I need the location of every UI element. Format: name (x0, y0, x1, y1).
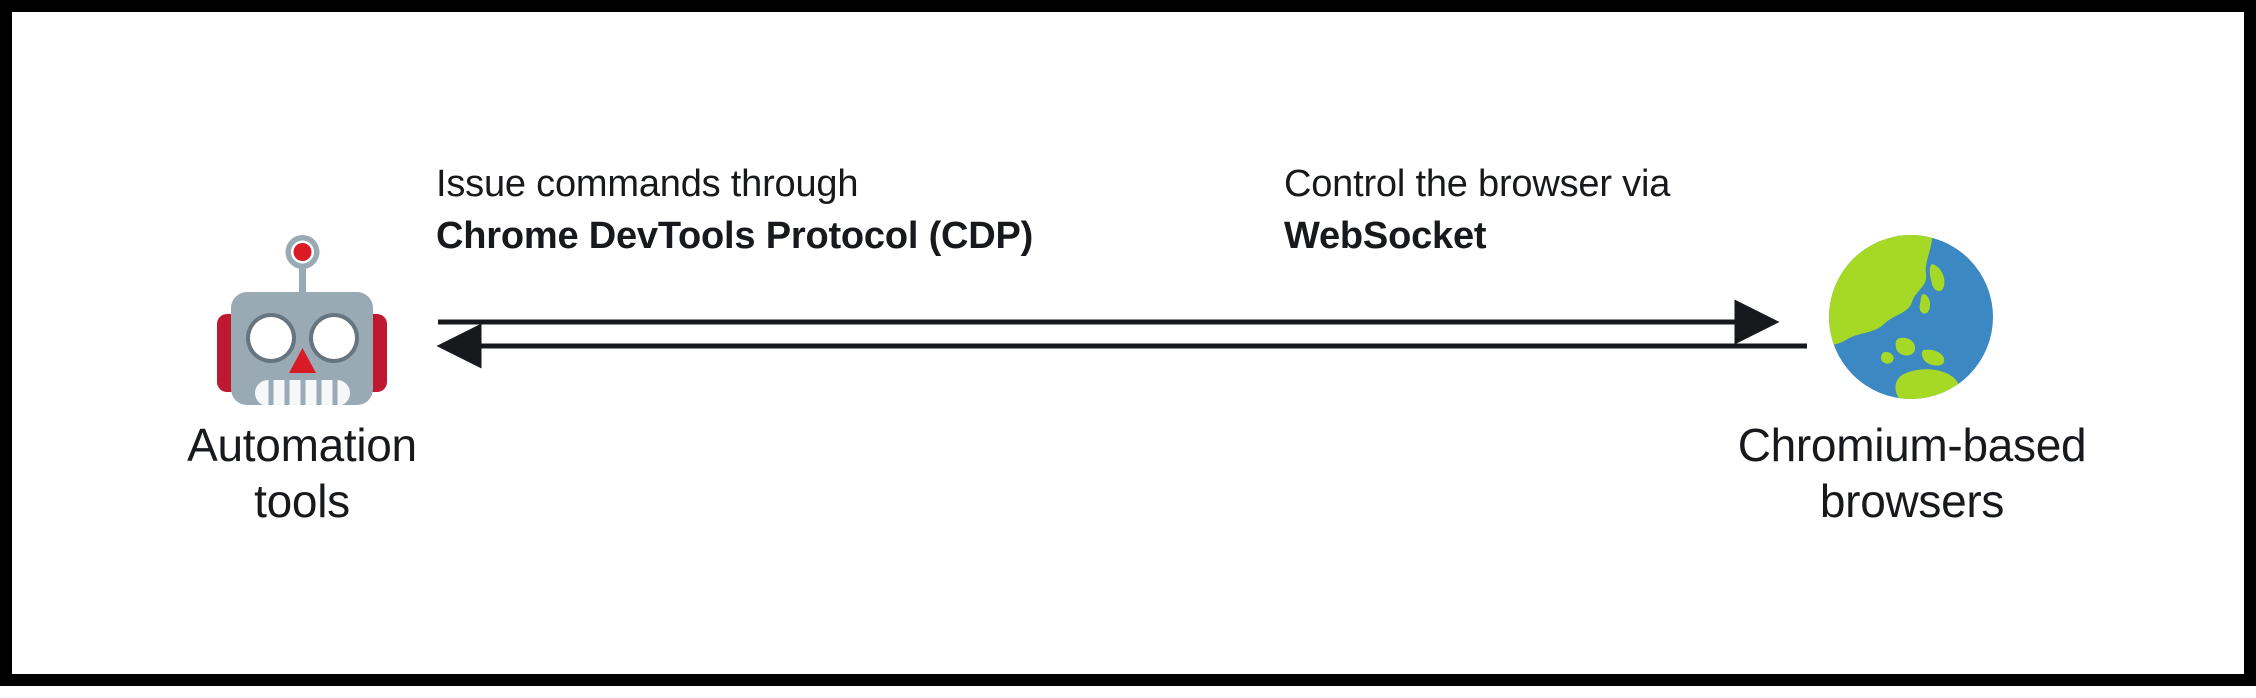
edge-label-cdp: Issue commands through Chrome DevTools P… (436, 158, 1033, 262)
robot-icon (217, 230, 387, 406)
node-caption-automation-tools: Automation tools (122, 417, 482, 529)
robot-icon-svg (217, 235, 387, 406)
caption-browsers-line1: Chromium-based (1737, 419, 2087, 471)
edge-label-cdp-line2: Chrome DevTools Protocol (CDP) (436, 215, 1034, 257)
globe-icon-svg (1829, 235, 1993, 399)
globe-icon (1828, 234, 1994, 400)
edge-label-websocket-line1: Control the browser via (1284, 163, 1671, 205)
edge-label-websocket-line2: WebSocket (1284, 215, 1487, 257)
caption-automation-line1: Automation (187, 419, 417, 471)
node-caption-chromium-browsers: Chromium-based browsers (1642, 417, 2182, 529)
caption-browsers-line2: browsers (1819, 475, 2005, 527)
caption-automation-line2: tools (254, 475, 350, 527)
edge-label-websocket: Control the browser via WebSocket (1284, 158, 1670, 262)
edge-label-cdp-line1: Issue commands through (436, 163, 859, 205)
diagram-canvas: Issue commands through Chrome DevTools P… (12, 12, 2244, 674)
